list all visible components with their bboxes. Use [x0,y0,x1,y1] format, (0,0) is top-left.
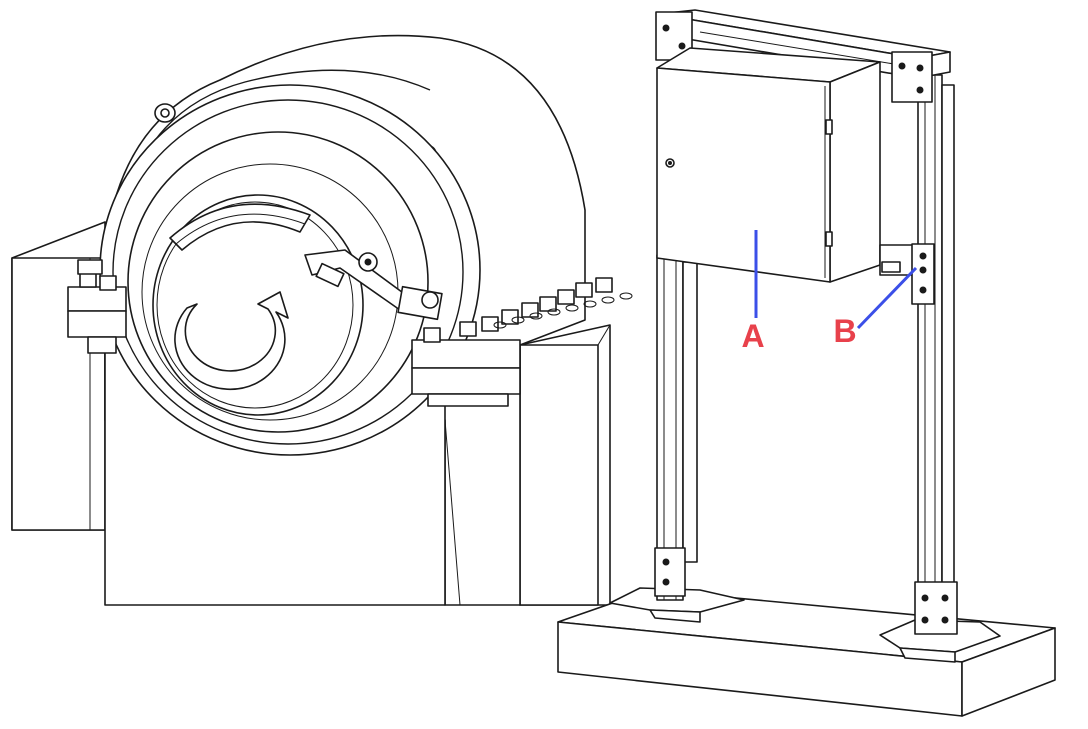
callout-b-label: B [833,313,856,349]
enclosure-lock-icon [665,158,675,168]
callout-b-leader-line [856,266,918,330]
machine-assembly [11,34,633,606]
callout-a-label: A [741,318,764,354]
bolt-row [423,277,633,343]
stand-assembly [557,9,1056,717]
mounting-bracket [879,243,935,305]
callout-a: A [741,230,765,354]
foot-pad-right [879,619,1001,663]
sensor-arm [304,249,443,321]
post-left [654,254,698,601]
lifting-eye-left [154,103,176,123]
front-end-rings [99,84,481,456]
post-right [914,74,958,635]
right-bearing-clamp [411,339,521,407]
electrical-enclosure [656,47,881,283]
encoder-ring [169,203,311,251]
base-plinth [557,589,1056,717]
left-bearing-clamp [67,259,127,354]
callout-b: B [833,266,918,349]
rotation-arrow-icon [174,291,289,391]
right-pedestal [519,324,611,606]
